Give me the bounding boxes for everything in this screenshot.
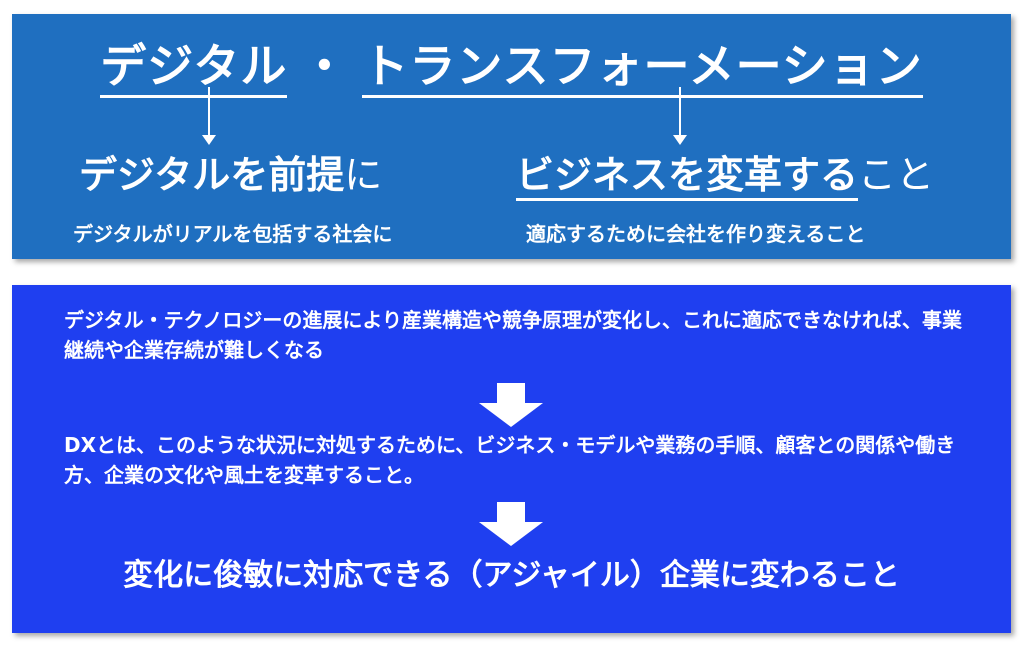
- title-transformation: トランスフォーメーション: [362, 39, 923, 98]
- down-arrow-left-icon: [202, 87, 216, 145]
- title-separator: ・: [301, 39, 349, 93]
- dx-definition-paragraph: DXとは、このような状況に対処するために、ビジネス・モデルや業務の手順、顧客との…: [64, 433, 956, 487]
- left-heading-bold: デジタルを前提: [79, 153, 345, 197]
- right-heading: ビジネスを変革すること: [516, 152, 935, 201]
- conclusion-text: 変化に俊敏に対応できる（アジャイル）企業に変わること: [123, 558, 900, 593]
- explanation-panel: デジタル・テクノロジーの進展により産業構造や競争原理が変化し、これに適応できなけ…: [12, 285, 1011, 633]
- page-title: デジタル・トランスフォーメーション: [12, 39, 1011, 98]
- right-description: 適応するために会社を作り変えること: [526, 222, 866, 246]
- definition-panel: デジタル・トランスフォーメーション デジタルを前提に ビジネスを変革すること デ…: [12, 14, 1011, 259]
- right-heading-bold: ビジネスを変革する: [516, 153, 859, 201]
- down-arrow-right-icon: [673, 87, 687, 145]
- title-digital: デジタル: [100, 39, 288, 98]
- left-heading: デジタルを前提に: [79, 152, 382, 198]
- left-heading-tail: に: [344, 153, 383, 197]
- context-paragraph: デジタル・テクノロジーの進展により産業構造や競争原理が変化し、これに適応できなけ…: [64, 308, 962, 362]
- left-description: デジタルがリアルを包括する社会に: [73, 222, 393, 246]
- down-arrow-icon: [479, 383, 543, 427]
- down-arrow-icon: [479, 502, 543, 546]
- right-heading-tail: こと: [858, 153, 935, 197]
